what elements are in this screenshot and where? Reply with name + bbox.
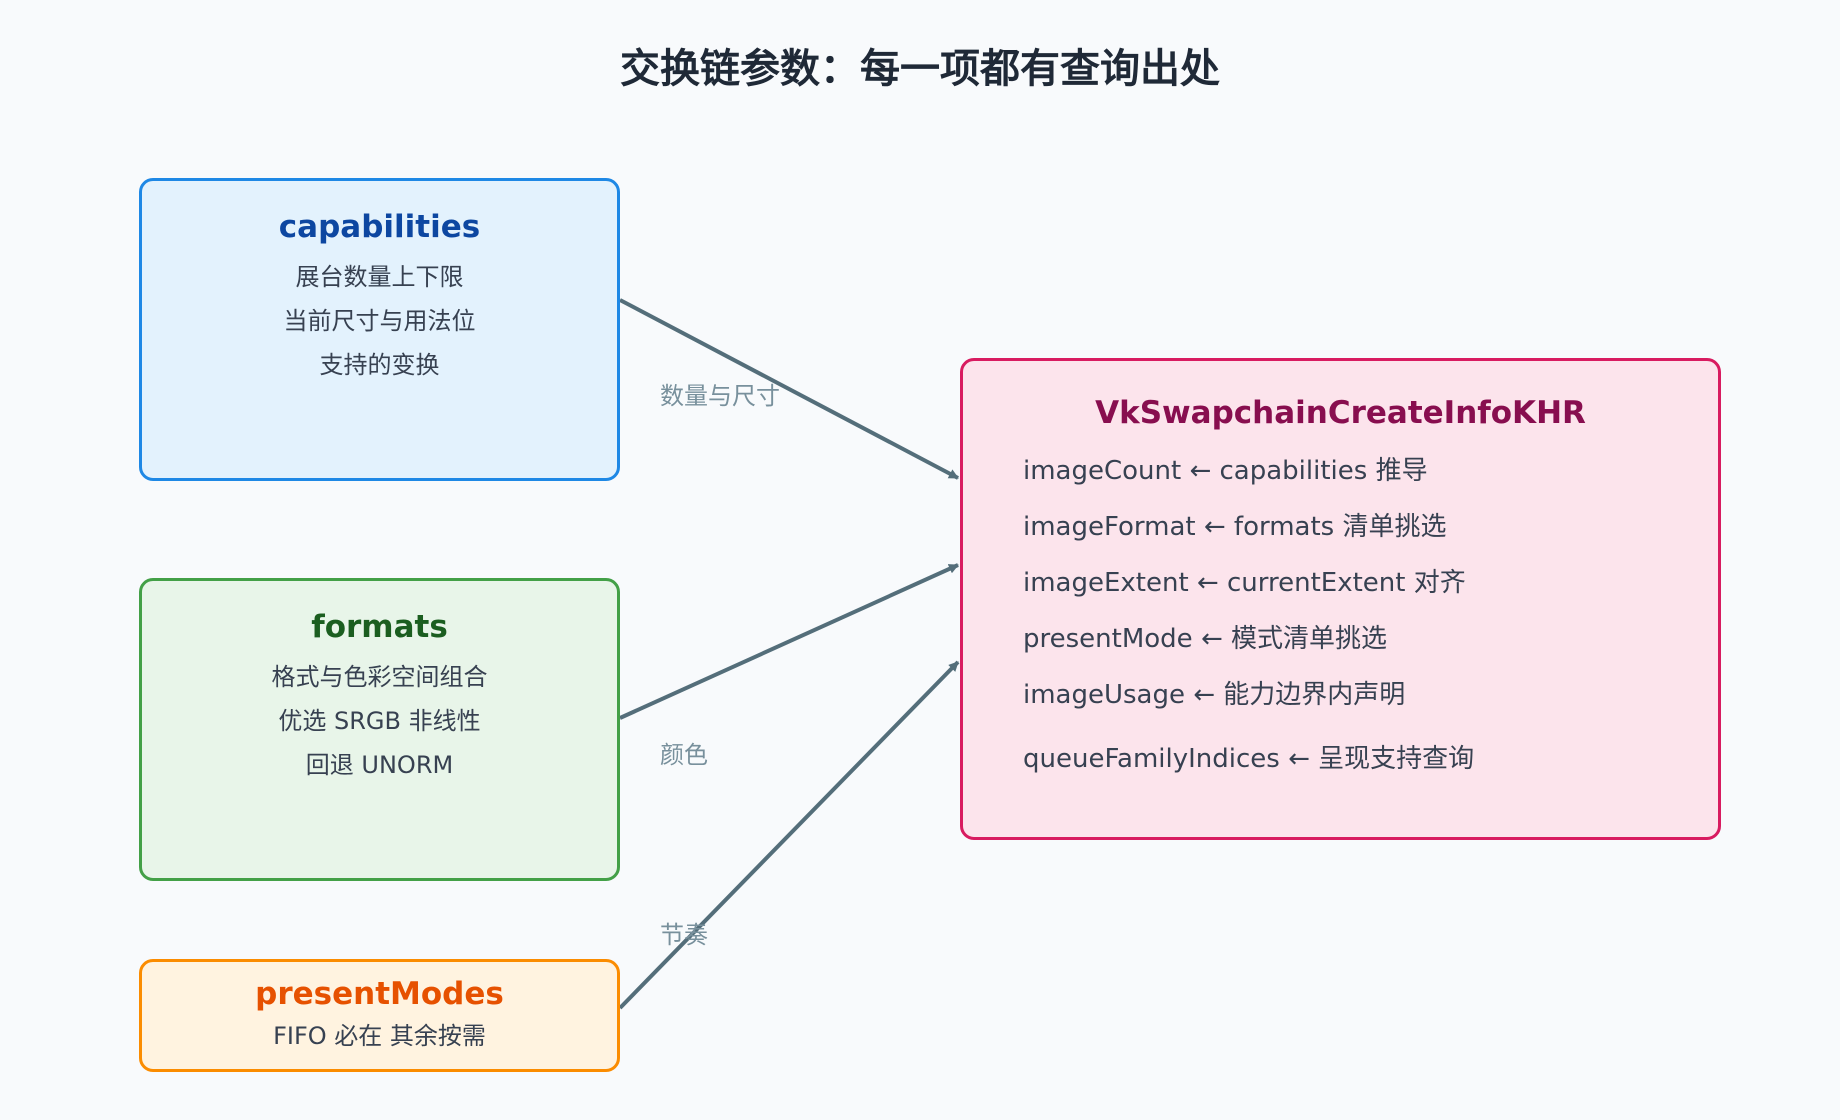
create-info-field: imageCount ← capabilities 推导	[1023, 456, 1428, 486]
create-info-field: queueFamilyIndices ← 呈现支持查询	[1023, 744, 1475, 774]
capabilities-line: 当前尺寸与用法位	[283, 307, 476, 335]
capabilities-box: capabilities 展台数量上下限 当前尺寸与用法位 支持的变换	[139, 178, 620, 481]
create-info-field: imageFormat ← formats 清单挑选	[1023, 512, 1447, 542]
edge-presentmodes-to-createinfo	[618, 660, 960, 1010]
diagram-title: 交换链参数：每一项都有查询出处	[620, 46, 1220, 92]
present-modes-box: presentModes FIFO 必在 其余按需	[139, 959, 620, 1072]
create-info-box: VkSwapchainCreateInfoKHR imageCount ← ca…	[960, 358, 1721, 840]
present-modes-title: presentModes	[255, 976, 504, 1012]
create-info-field: presentMode ← 模式清单挑选	[1023, 624, 1387, 654]
formats-line: 回退 UNORM	[305, 751, 454, 779]
edge-formats-to-createinfo	[619, 563, 959, 720]
formats-line: 格式与色彩空间组合	[271, 663, 488, 691]
capabilities-title: capabilities	[278, 209, 481, 245]
present-modes-line: FIFO 必在 其余按需	[273, 1022, 486, 1050]
formats-title: formats	[311, 609, 448, 645]
create-info-title: VkSwapchainCreateInfoKHR	[1095, 395, 1586, 431]
create-info-field: imageExtent ← currentExtent 对齐	[1023, 568, 1466, 598]
formats-line: 优选 SRGB 非线性	[278, 707, 481, 735]
formats-box: formats 格式与色彩空间组合 优选 SRGB 非线性 回退 UNORM	[139, 578, 620, 881]
capabilities-line: 展台数量上下限	[295, 263, 464, 291]
edge-label-size: 数量与尺寸	[660, 382, 780, 410]
create-info-field: imageUsage ← 能力边界内声明	[1023, 680, 1406, 710]
edge-label-rhythm: 节奏	[660, 921, 708, 949]
edge-label-color: 颜色	[660, 741, 708, 769]
edge-capabilities-to-createinfo	[619, 298, 959, 480]
capabilities-line: 支持的变换	[319, 351, 440, 379]
